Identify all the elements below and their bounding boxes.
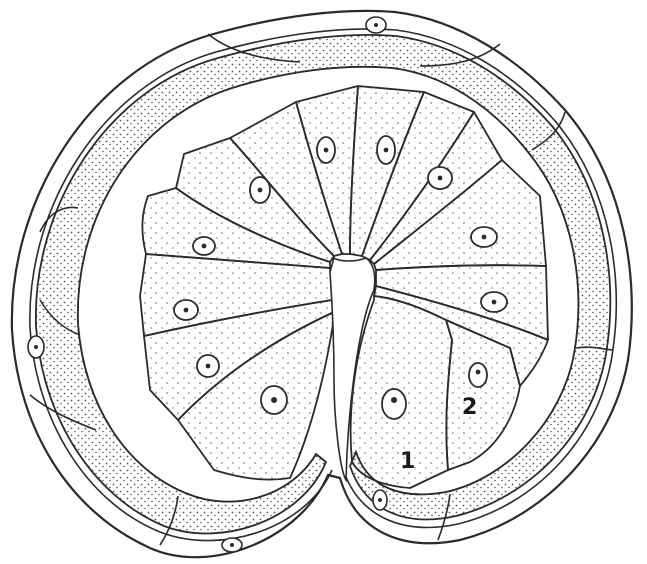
nucleolus [230, 543, 234, 547]
label-2: 2 [462, 395, 477, 420]
nucleus [469, 363, 487, 387]
nucleolus [34, 345, 38, 349]
label-1: 1 [400, 449, 415, 474]
nucleus [382, 389, 406, 419]
nucleolus [378, 498, 382, 502]
nucleolus [374, 23, 378, 27]
